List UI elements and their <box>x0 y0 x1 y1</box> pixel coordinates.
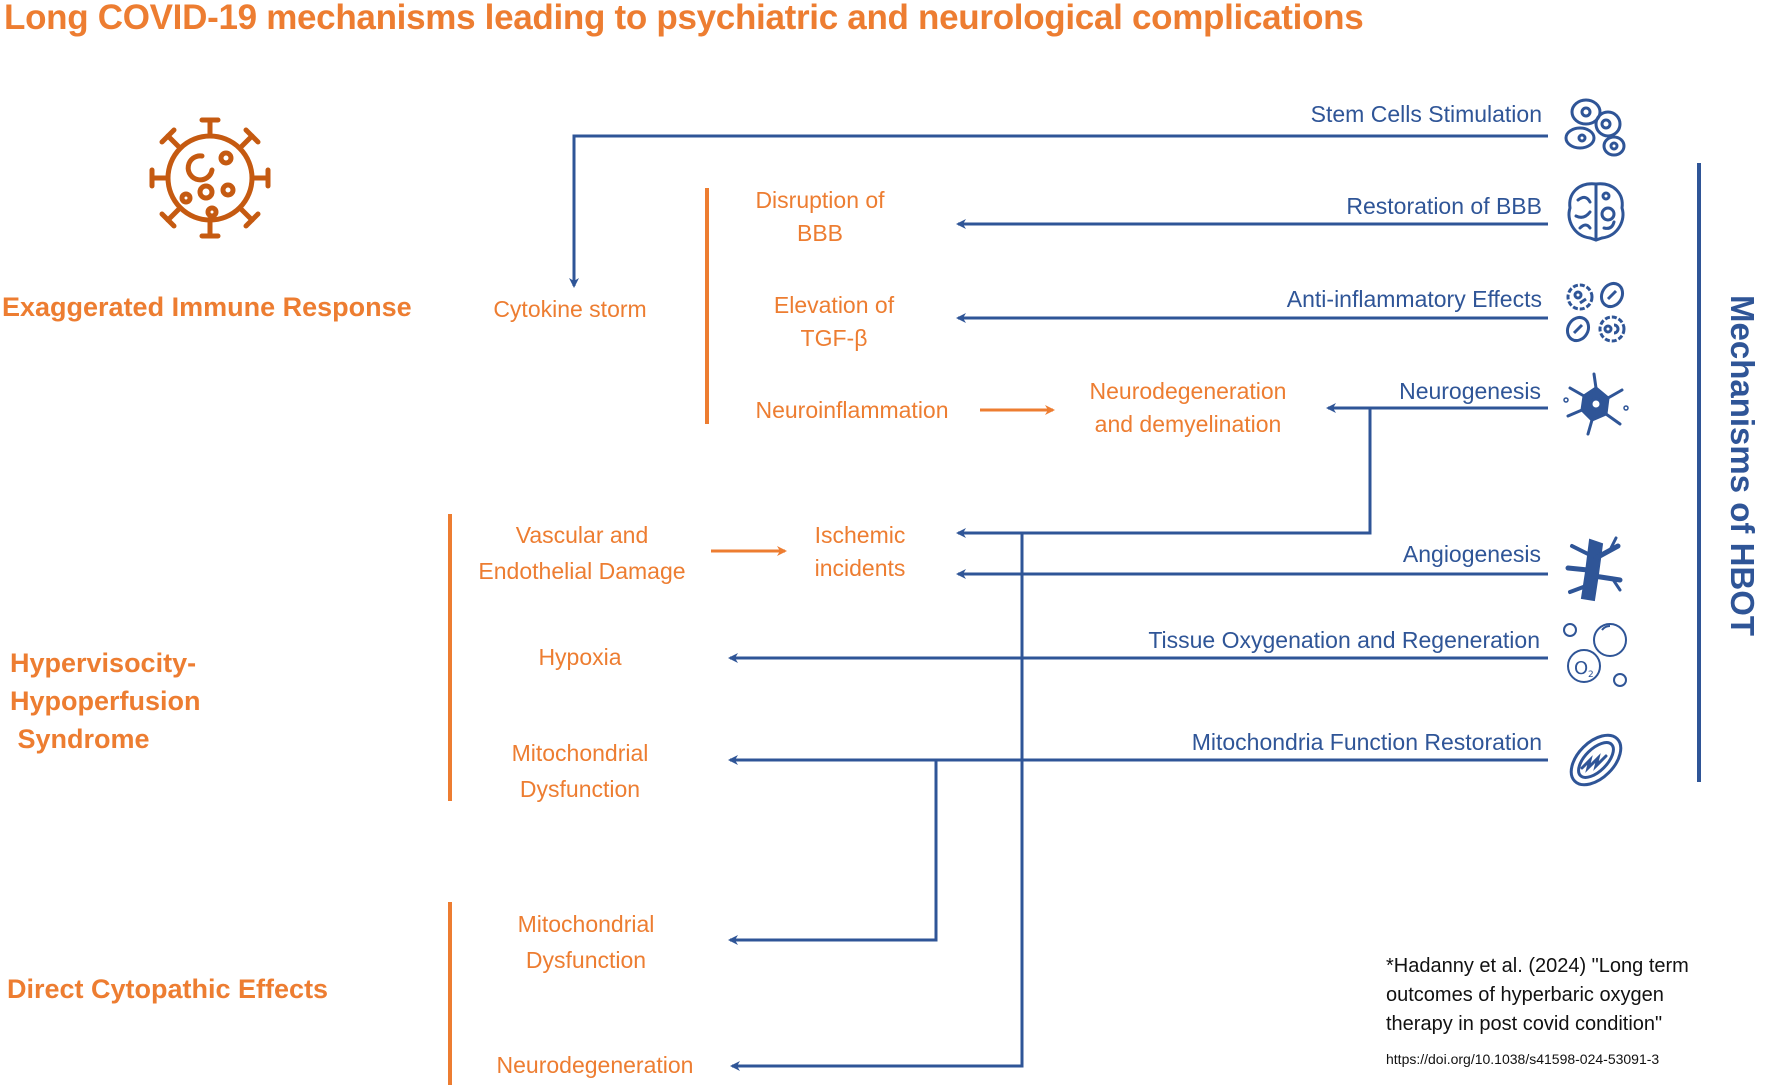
virus-icon <box>149 117 271 239</box>
diagram-title: Long COVID-19 mechanisms leading to psyc… <box>4 0 1364 37</box>
hbot-tissue-oxygenation-regeneration: Tissue Oxygenation and Regeneration <box>1148 627 1540 653</box>
node-hypoxia: Hypoxia <box>538 644 622 670</box>
neuron-icon <box>1563 372 1629 436</box>
node-neuroinflammation: Neuroinflammation <box>755 397 949 423</box>
arrow-stem-cells-to-cytokine-storm <box>569 134 1548 288</box>
node-cytokine-storm: Cytokine storm <box>493 296 647 322</box>
node-neurodegeneration: Neurodegeneration <box>496 1052 694 1078</box>
blood-vessel-icon <box>1565 536 1623 602</box>
neurogenesis-to-neurodegeneration <box>730 533 1024 1071</box>
doi-link[interactable]: https://doi.org/10.1038/s41598-024-53091… <box>1386 1051 1660 1067</box>
svg-text:2: 2 <box>1588 670 1594 680</box>
category-hypervisocity-hypoperfusion-syndrome: Hypervisocity- Hypoperfusion Syndrome <box>10 648 201 754</box>
citation: *Hadanny et al. (2024) "Long term outcom… <box>1386 955 1689 1067</box>
category-direct-cytopathic-effects: Direct Cytopathic Effects <box>7 974 329 1004</box>
hbot-stem-cells-stimulation: Stem Cells Stimulation <box>1310 101 1542 127</box>
svg-text:O: O <box>1574 658 1588 679</box>
hbot-restoration-of-bbb: Restoration of BBB <box>1346 193 1542 219</box>
oxygen-bubbles-icon: O 2 <box>1563 623 1627 687</box>
hbot-section-heading: Mechanisms of HBOT <box>1724 295 1761 637</box>
mitochondria-icon <box>1569 733 1623 787</box>
brain-icon <box>1567 182 1625 242</box>
immune-cells-icon <box>1565 281 1626 343</box>
hbot-anti-inflammatory-effects: Anti-inflammatory Effects <box>1286 286 1542 312</box>
hbot-mitochondria-function-restoration: Mitochondria Function Restoration <box>1191 729 1542 755</box>
mitochondria-to-cytopathic <box>728 760 938 945</box>
neurogenesis-branch <box>956 408 1372 538</box>
stem-cells-icon <box>1564 98 1626 157</box>
hbot-neurogenesis: Neurogenesis <box>1399 378 1541 404</box>
category-exaggerated-immune-response: Exaggerated Immune Response <box>2 292 412 322</box>
hbot-angiogenesis: Angiogenesis <box>1402 541 1541 567</box>
